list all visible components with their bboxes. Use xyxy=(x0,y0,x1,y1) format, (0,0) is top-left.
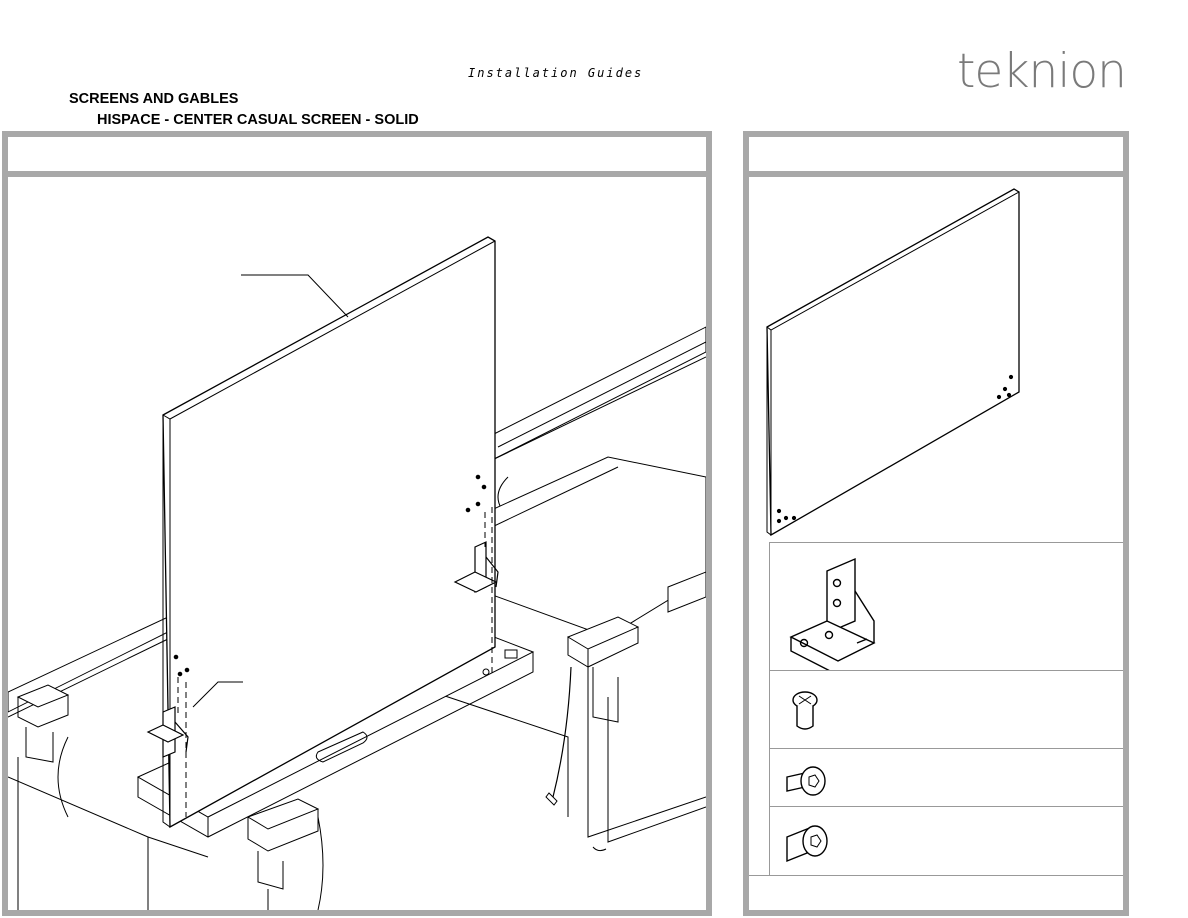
assembly-panel-header xyxy=(8,137,706,177)
product-title: HISPACE - CENTER CASUAL SCREEN - SOLID xyxy=(97,112,419,128)
assembly-illustration xyxy=(8,236,706,910)
part-row-bolt-long xyxy=(769,806,1123,876)
hex-bolt-long-icon xyxy=(786,825,828,863)
assembly-panel xyxy=(2,131,712,916)
part-row-bracket xyxy=(769,542,1123,671)
flat-head-screw-icon xyxy=(792,691,818,730)
part-row-screw xyxy=(769,670,1123,749)
bracket-left-icon xyxy=(146,706,189,758)
section-title: SCREENS AND GABLES xyxy=(69,91,239,107)
parts-column-divider xyxy=(769,542,770,875)
screen-panel-part-icon xyxy=(766,188,1020,537)
parts-panel xyxy=(743,131,1129,916)
corner-bracket-icon xyxy=(789,557,876,671)
subtitle-installation-guides: Installation Guides xyxy=(468,66,644,80)
part-row-bolt-short xyxy=(769,748,1123,807)
teknion-logo: teknion xyxy=(957,44,1127,99)
parts-list xyxy=(749,542,1123,875)
parts-footer-row xyxy=(749,875,1123,911)
hex-bolt-short-icon xyxy=(786,766,826,796)
bracket-right-icon xyxy=(453,541,499,593)
parts-panel-header xyxy=(749,137,1123,177)
